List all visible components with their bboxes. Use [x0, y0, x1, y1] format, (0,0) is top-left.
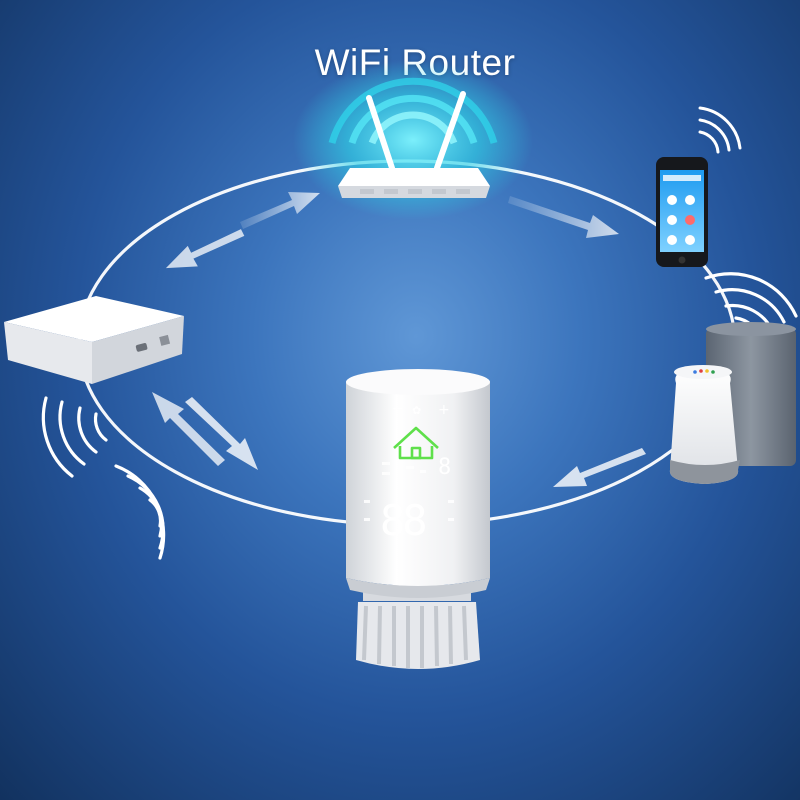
smartphone-app-icon: [656, 106, 742, 267]
flow-arrow-thermostat-to-gateway: [152, 392, 225, 466]
flow-arrow-router-to-gateway: [165, 229, 245, 269]
flow-arrow-speaker-to-thermostat: [553, 448, 646, 487]
minus-button[interactable]: −: [392, 401, 404, 417]
zigbee-gateway-icon: [4, 296, 184, 560]
flow-arrow-router-to-phone: [508, 196, 619, 238]
smart-speaker-icon: [669, 272, 798, 484]
flow-arrow-gateway-to-thermostat: [185, 397, 258, 470]
home-mode-icon: [393, 426, 439, 460]
plus-button[interactable]: +: [438, 402, 450, 418]
temperature-digits: 88: [380, 496, 425, 545]
radiator-thermostat-icon: − ✿ + 8 88: [346, 369, 490, 669]
side-digit-display: 8: [438, 455, 451, 480]
phone-wifi-waves-icon: [698, 106, 742, 154]
flow-arrow-gateway-to-router: [240, 192, 320, 229]
schedule-icons: [364, 500, 454, 521]
gateway-wireless-waves-icon: [41, 396, 166, 560]
fan-icon: ✿: [412, 404, 421, 417]
wifi-router-icon: [293, 60, 533, 220]
mode-icons: [382, 462, 426, 475]
